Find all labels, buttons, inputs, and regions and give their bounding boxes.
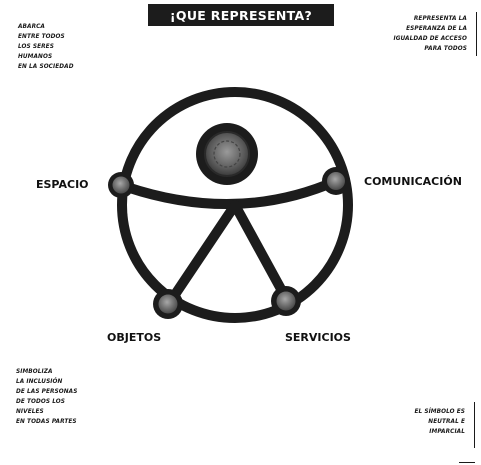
right-leg — [230, 200, 292, 305]
note-line: REPRESENTA LA — [413, 14, 467, 22]
foot-node-right-core — [276, 291, 296, 311]
title-banner: ¡QUE REPRESENTA? — [148, 4, 334, 26]
note-bottom-right: EL SÍMBOLO ES NEUTRAL E IMPARCIAL — [414, 406, 465, 436]
title-text: ¡QUE REPRESENTA? — [169, 7, 313, 23]
outer-ring — [117, 87, 353, 323]
label-comunicacion: COMUNICACIÓN — [364, 175, 462, 188]
note-line: IGUALDAD DE ACCESO — [393, 34, 467, 42]
note-line: EL SÍMBOLO ES — [414, 407, 465, 415]
note-line: NEUTRAL E — [428, 417, 465, 425]
note-line: IMPARCIAL — [429, 427, 465, 435]
hand-node-right-core — [327, 172, 345, 190]
left-leg — [165, 200, 240, 307]
note-line: DE LAS PERSONAS — [16, 387, 78, 395]
note-line: EN LA SOCIEDAD — [18, 62, 74, 70]
note-line: EN TODAS PARTES — [16, 417, 77, 425]
note-line: ESPERANZA DE LA — [406, 24, 467, 32]
head-node — [204, 131, 250, 177]
note-top-left: ABARCA ENTRE TODOS LOS SERES HUMANOS EN … — [18, 21, 74, 71]
note-line: ENTRE TODOS — [18, 32, 65, 40]
note-line: ABARCA — [18, 22, 45, 30]
note-line: HUMANOS — [18, 52, 53, 60]
bracket-bottom-right-foot — [459, 462, 475, 463]
foot-node-left-core — [158, 294, 178, 314]
bracket-bottom-right — [473, 402, 475, 448]
label-espacio: ESPACIO — [36, 178, 89, 191]
label-servicios: SERVICIOS — [285, 331, 351, 344]
note-bottom-left: SIMBOLIZA LA INCLUSIÓN DE LAS PERSONAS D… — [16, 366, 77, 426]
hand-node-left-core — [112, 176, 130, 194]
note-line: PARA TODOS — [424, 44, 467, 52]
bracket-top-right — [475, 12, 477, 56]
head-node-texture — [213, 140, 241, 168]
note-line: SIMBOLIZA — [16, 367, 53, 375]
label-objetos: OBJETOS — [107, 331, 162, 344]
note-line: LOS SERES — [18, 42, 54, 50]
note-line: LA INCLUSIÓN — [16, 377, 63, 385]
note-line: NIVELES — [16, 407, 44, 415]
note-line: DE TODOS LOS — [16, 397, 65, 405]
note-top-right: REPRESENTA LA ESPERANZA DE LA IGUALDAD D… — [394, 13, 468, 53]
